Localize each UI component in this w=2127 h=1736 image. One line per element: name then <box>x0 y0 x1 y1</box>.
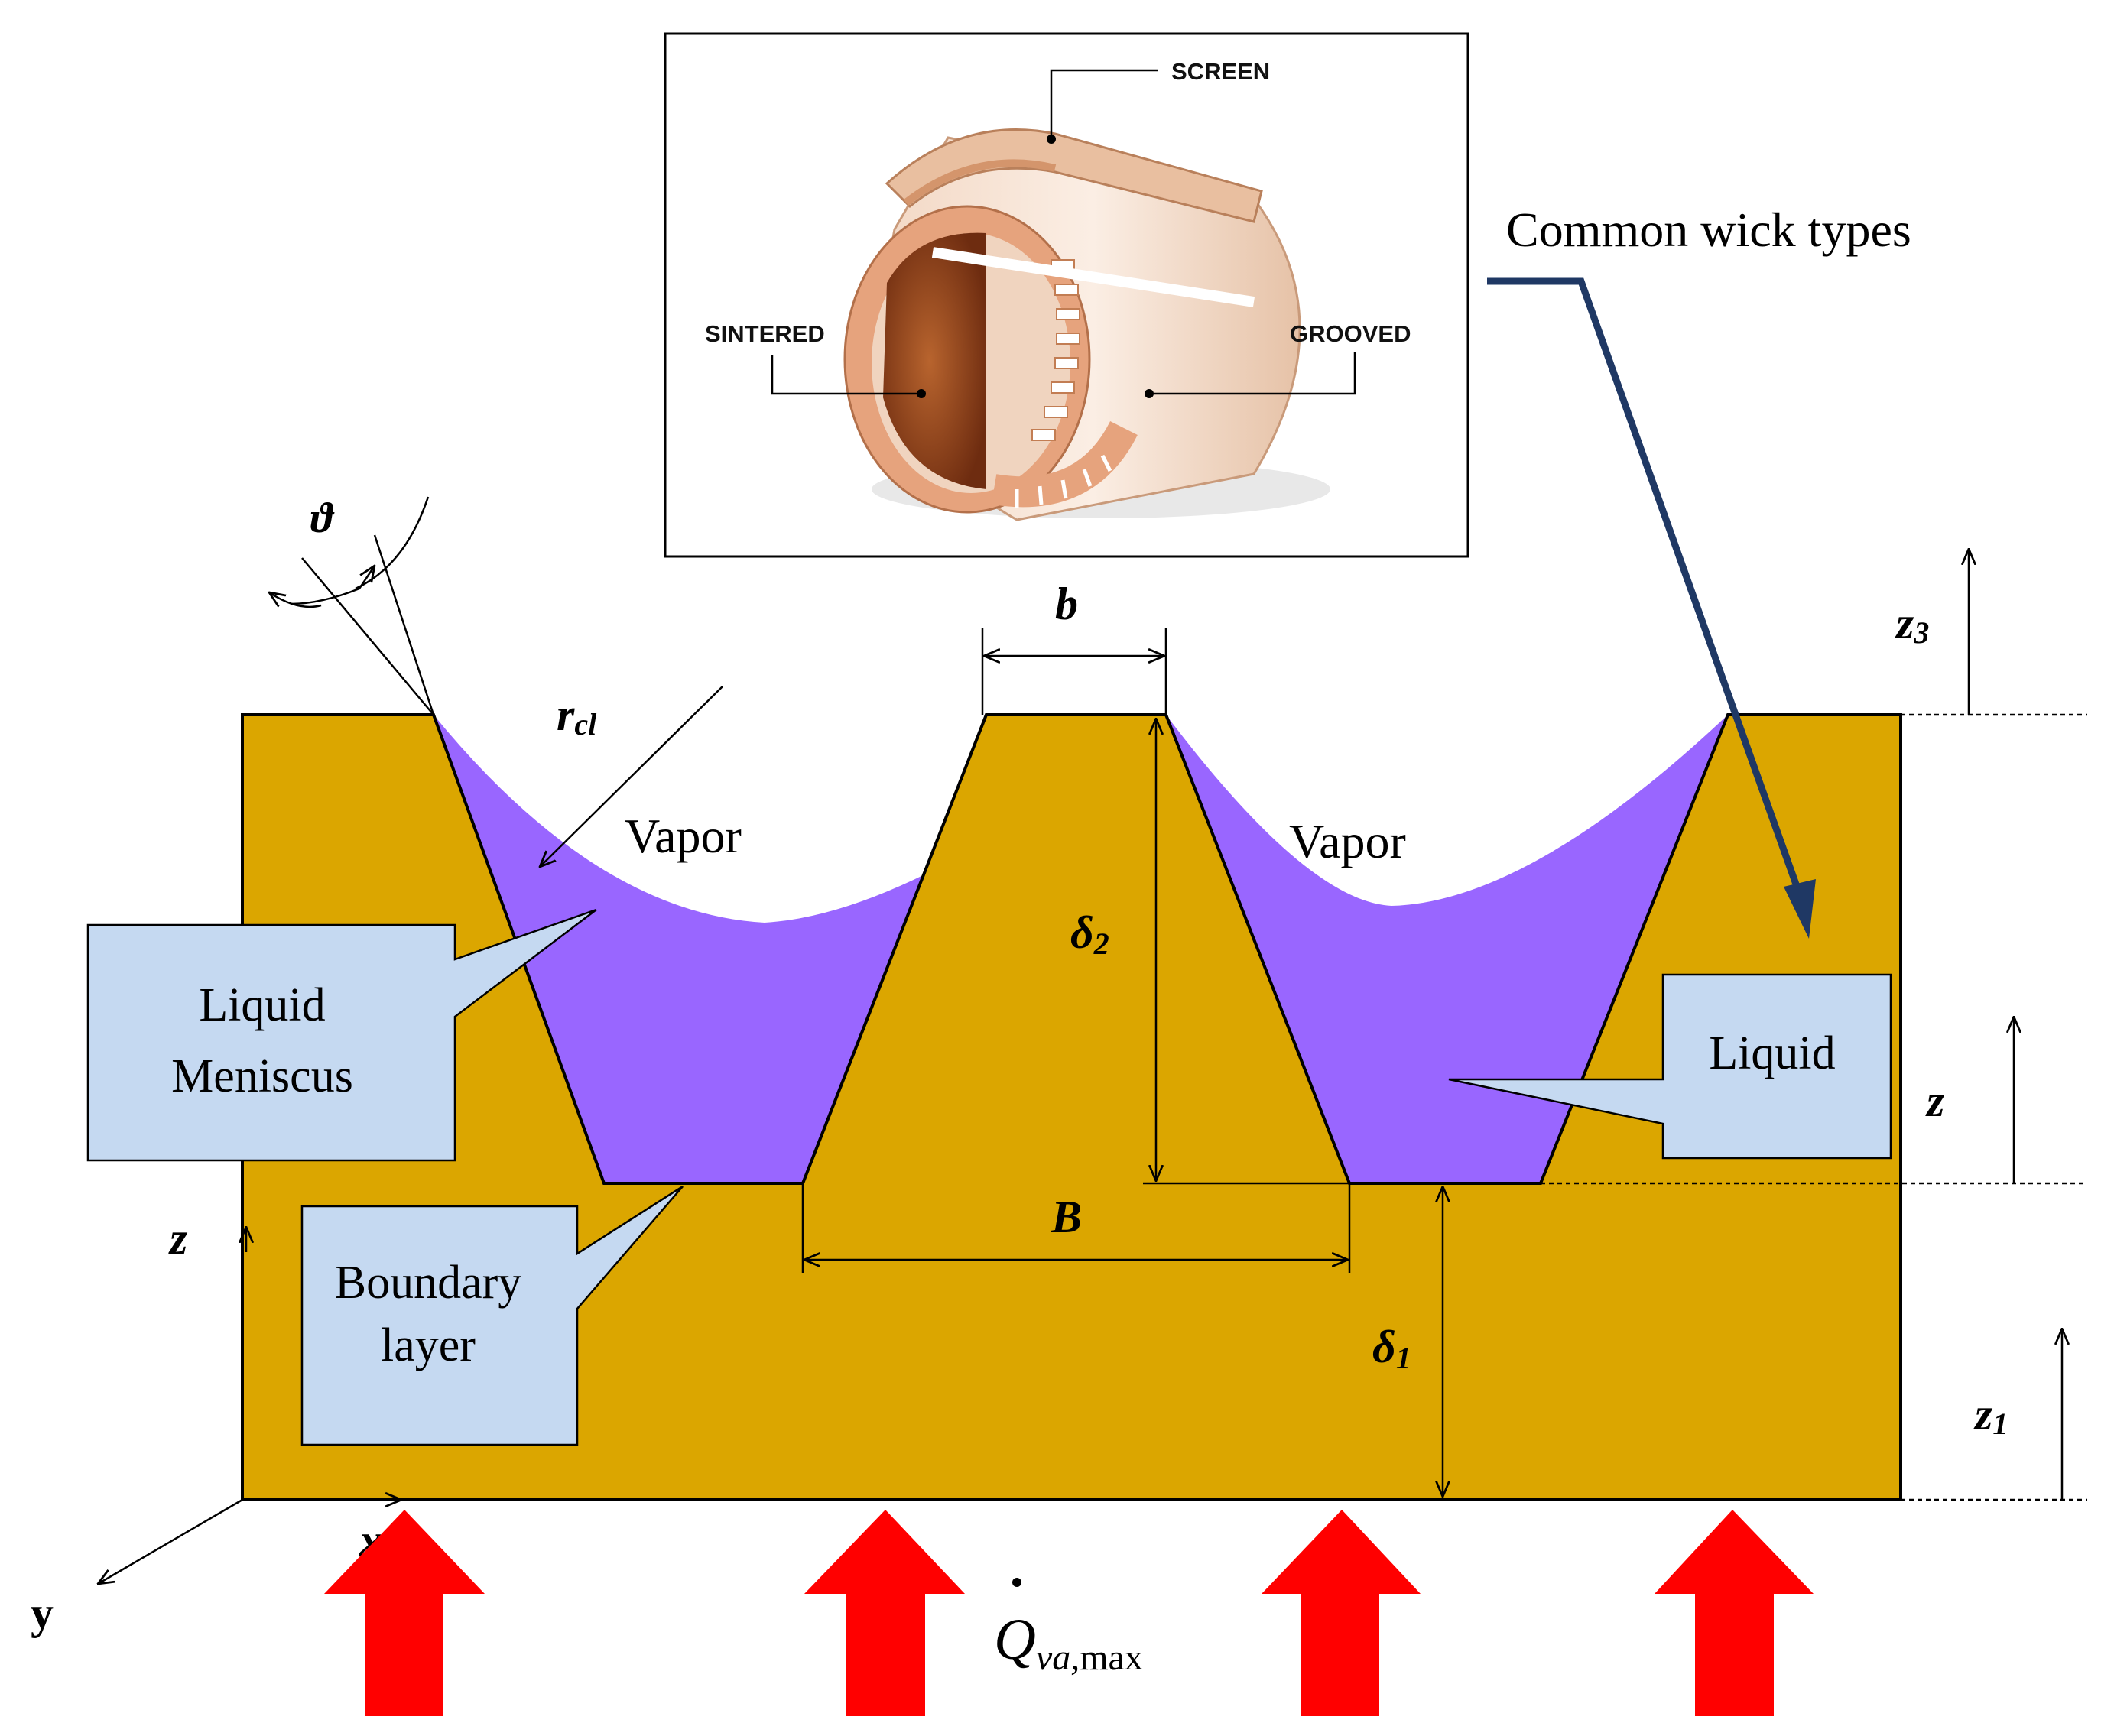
heat-arrow-1 <box>324 1510 485 1716</box>
base-thickness-label: δ1 <box>1372 1322 1411 1375</box>
y-axis-label: y <box>31 1588 54 1638</box>
radius-label: rcl <box>557 690 597 741</box>
vapor-label-right: Vapor <box>1289 814 1406 868</box>
groove-pitch-dimension <box>801 1183 1351 1273</box>
liquid-meniscus-text-line2: Meniscus <box>171 1050 353 1102</box>
heat-arrow-2 <box>804 1510 965 1716</box>
boundary-layer-text-line2: layer <box>381 1319 476 1371</box>
liquid-meniscus-text-line1: Liquid <box>199 979 325 1031</box>
heat-input-label: Qva,max <box>994 1608 1143 1678</box>
heat-arrow-3 <box>1262 1510 1421 1716</box>
heat-input-dot <box>1012 1578 1021 1587</box>
inset-label-grooved: GROOVED <box>1290 320 1411 347</box>
height-z1-label: z1 <box>1973 1389 2008 1441</box>
inset-label-sintered: SINTERED <box>705 320 825 347</box>
inset-label-screen: SCREEN <box>1171 58 1270 85</box>
groove-depth-label: δ2 <box>1070 907 1109 961</box>
callout-liquid-meniscus <box>86 908 597 1162</box>
radius-arrow <box>540 686 723 867</box>
coordinate-axes <box>98 1227 401 1584</box>
heat-pipe-cutaway-illustration <box>771 69 1356 521</box>
boundary-layer-text-line1: Boundary <box>335 1257 522 1309</box>
wick-types-inset: SCREEN SINTERED GROOVED <box>664 32 1469 558</box>
land-width-label: b <box>1055 579 1078 629</box>
height-z-label: z <box>1925 1076 1945 1126</box>
liquid-groove-left <box>434 715 1166 1183</box>
contact-angle-construction <box>269 496 435 715</box>
liquid-callout-text: Liquid <box>1709 1027 1835 1079</box>
common-wick-types-pointer <box>1487 277 1816 939</box>
height-markers <box>1541 549 2087 1501</box>
heat-input-arrows <box>324 1510 1814 1716</box>
heat-arrow-4 <box>1655 1510 1814 1716</box>
contact-angle-symbol: ϑ <box>310 495 335 542</box>
groove-pitch-label: B <box>1051 1192 1082 1242</box>
vapor-label-left: Vapor <box>625 809 742 863</box>
callout-boundary-layer <box>300 1185 684 1446</box>
land-width-dimension <box>981 628 1167 715</box>
height-z3-label: z3 <box>1895 598 1929 650</box>
z-axis-label: z <box>168 1213 188 1264</box>
common-wick-types-label: Common wick types <box>1506 203 1911 257</box>
callout-liquid <box>1448 973 1892 1160</box>
